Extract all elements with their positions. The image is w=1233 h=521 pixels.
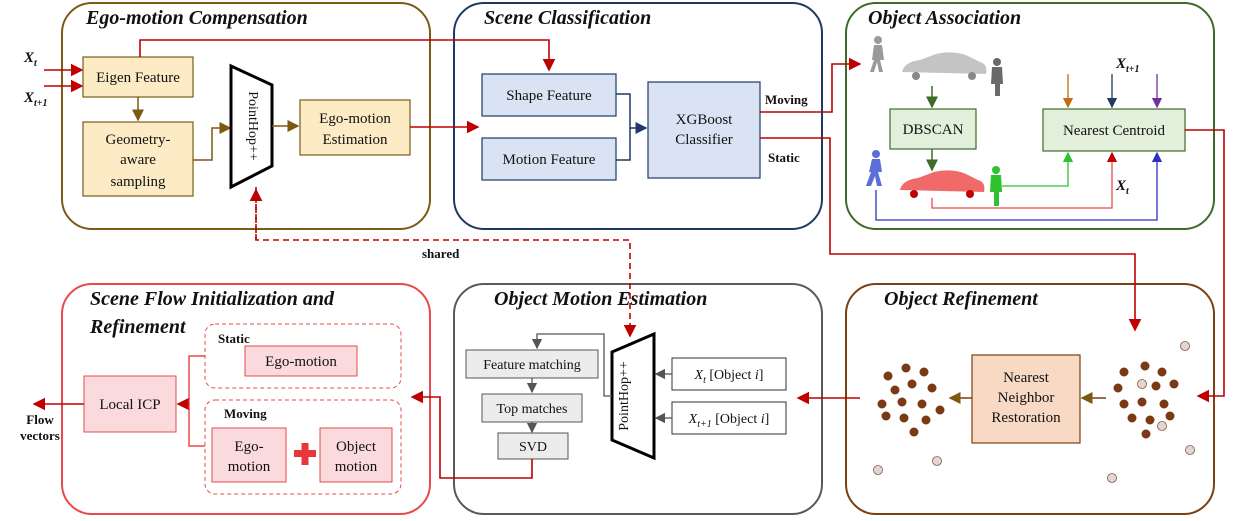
top-matches-label: Top matches bbox=[497, 402, 568, 417]
association-input-xt: Xt bbox=[1115, 178, 1130, 197]
pedestrian-gray-top bbox=[870, 36, 884, 72]
raw-outliers bbox=[1107, 341, 1195, 483]
motion-to-classifier-arrow bbox=[616, 128, 631, 161]
blue-cluster-link bbox=[875, 151, 1163, 221]
moving-branch-arrow bbox=[760, 57, 862, 113]
green-cluster-link bbox=[1002, 151, 1074, 187]
red-cluster-link bbox=[931, 151, 1118, 209]
static-ego-motion-label: Ego-motion bbox=[265, 354, 337, 370]
static-branch-arrow bbox=[760, 137, 1142, 332]
ego-input-xt1: Xt+1 bbox=[23, 90, 48, 109]
moving-branch-label: Moving bbox=[765, 92, 808, 107]
refined-points-cluster bbox=[877, 363, 945, 437]
eigen-feature-label: Eigen Feature bbox=[96, 70, 180, 86]
moving-ego-motion-box bbox=[211, 427, 287, 483]
input-xt1-object-label: Xt+1 [Object i] bbox=[688, 412, 770, 430]
scene-classification-title: Scene Classification bbox=[484, 7, 651, 29]
geometry-line1: Geometry- bbox=[106, 132, 171, 148]
geometry-to-pointhop-arrow bbox=[193, 122, 232, 161]
object-motion-line1: Object bbox=[336, 439, 377, 455]
moving-group bbox=[204, 399, 402, 495]
feature-matching-label: Feature matching bbox=[483, 358, 581, 373]
association-input-xt1: Xt+1 bbox=[1115, 56, 1140, 75]
ego-input-xt: Xt bbox=[23, 50, 38, 69]
object-motion-title: Object Motion Estimation bbox=[494, 288, 707, 310]
restoration-line1: Nearest bbox=[1003, 370, 1050, 386]
pedestrian-blue-cluster bbox=[866, 150, 882, 186]
car-gray-top bbox=[902, 52, 987, 80]
static-to-icp-bracket bbox=[188, 355, 205, 447]
moving-ego-line2: motion bbox=[228, 459, 271, 475]
estimation-line2: Estimation bbox=[323, 132, 388, 148]
object-refinement-title: Object Refinement bbox=[884, 288, 1039, 310]
raw-points-cluster bbox=[1113, 361, 1179, 439]
input-xt1-object-box bbox=[671, 401, 787, 435]
dbscan-label: DBSCAN bbox=[903, 122, 964, 138]
classifier-line1: XGBoost bbox=[676, 112, 734, 128]
ego-pointhop-block bbox=[229, 63, 274, 190]
scene-flow-title-line2: Refinement bbox=[89, 316, 187, 338]
top-matches-box bbox=[481, 393, 583, 423]
feature-matching-box bbox=[465, 349, 599, 379]
classifier-line2: Classifier bbox=[675, 132, 733, 148]
nearest-centroid-label: Nearest Centroid bbox=[1063, 123, 1166, 139]
plus-icon bbox=[294, 443, 316, 465]
flow-vectors-line2: vectors bbox=[20, 428, 60, 443]
refined-outliers bbox=[873, 456, 942, 475]
geometry-sampling-box bbox=[82, 121, 194, 197]
static-ego-motion-box bbox=[244, 345, 358, 377]
shape-feature-label: Shape Feature bbox=[506, 88, 592, 104]
motion-feature-label: Motion Feature bbox=[503, 152, 596, 168]
flow-vectors-line1: Flow bbox=[26, 412, 54, 427]
dbscan-box bbox=[889, 108, 977, 150]
eigen-skip-arrow bbox=[139, 39, 556, 72]
svd-box bbox=[497, 432, 569, 460]
shared-dashed-link bbox=[255, 187, 637, 338]
nearest-centroid-box bbox=[1042, 108, 1186, 152]
car-red-cluster bbox=[900, 170, 985, 198]
geometry-line2: aware bbox=[120, 152, 156, 168]
input-xt-object-label: Xt [Object i] bbox=[694, 368, 764, 386]
object-association-title: Object Association bbox=[868, 7, 1021, 29]
nearest-neighbor-box bbox=[971, 354, 1081, 444]
xgboost-classifier-box bbox=[647, 81, 761, 179]
motion-pointhop-block bbox=[610, 331, 656, 461]
moving-group-label: Moving bbox=[224, 406, 267, 421]
association-to-refinement-arrow bbox=[1185, 129, 1225, 403]
svd-to-init-arrow bbox=[410, 390, 533, 479]
geometry-line3: sampling bbox=[111, 174, 166, 190]
object-motion-line2: motion bbox=[335, 459, 378, 475]
pointhop-to-feature-matching bbox=[531, 333, 612, 397]
static-branch-label: Static bbox=[768, 150, 800, 165]
motion-pointhop-label: PointHop++ bbox=[617, 361, 632, 431]
eigen-feature-box bbox=[82, 56, 194, 98]
shape-to-classifier-arrow bbox=[616, 93, 648, 134]
scene-flow-title-line1: Scene Flow Initialization and bbox=[90, 288, 335, 310]
svd-label: SVD bbox=[519, 440, 547, 455]
motion-feature-box bbox=[481, 137, 617, 181]
pedestrian-dark-top bbox=[991, 58, 1003, 96]
ego-motion-title: Ego-motion Compensation bbox=[85, 7, 308, 29]
restoration-line3: Restoration bbox=[991, 410, 1061, 426]
static-group-label: Static bbox=[218, 331, 250, 346]
input-xt-object-box bbox=[671, 357, 787, 391]
shape-feature-box bbox=[481, 73, 617, 117]
moving-ego-line1: Ego- bbox=[234, 439, 263, 455]
restoration-line2: Neighbor bbox=[998, 390, 1055, 406]
shared-label: shared bbox=[422, 246, 460, 261]
object-motion-box bbox=[319, 427, 393, 483]
ego-pointhop-label: PointHop++ bbox=[245, 91, 260, 161]
estimation-line1: Ego-motion bbox=[319, 111, 391, 127]
local-icp-label: Local ICP bbox=[99, 397, 160, 413]
pedestrian-green-cluster bbox=[990, 166, 1002, 206]
